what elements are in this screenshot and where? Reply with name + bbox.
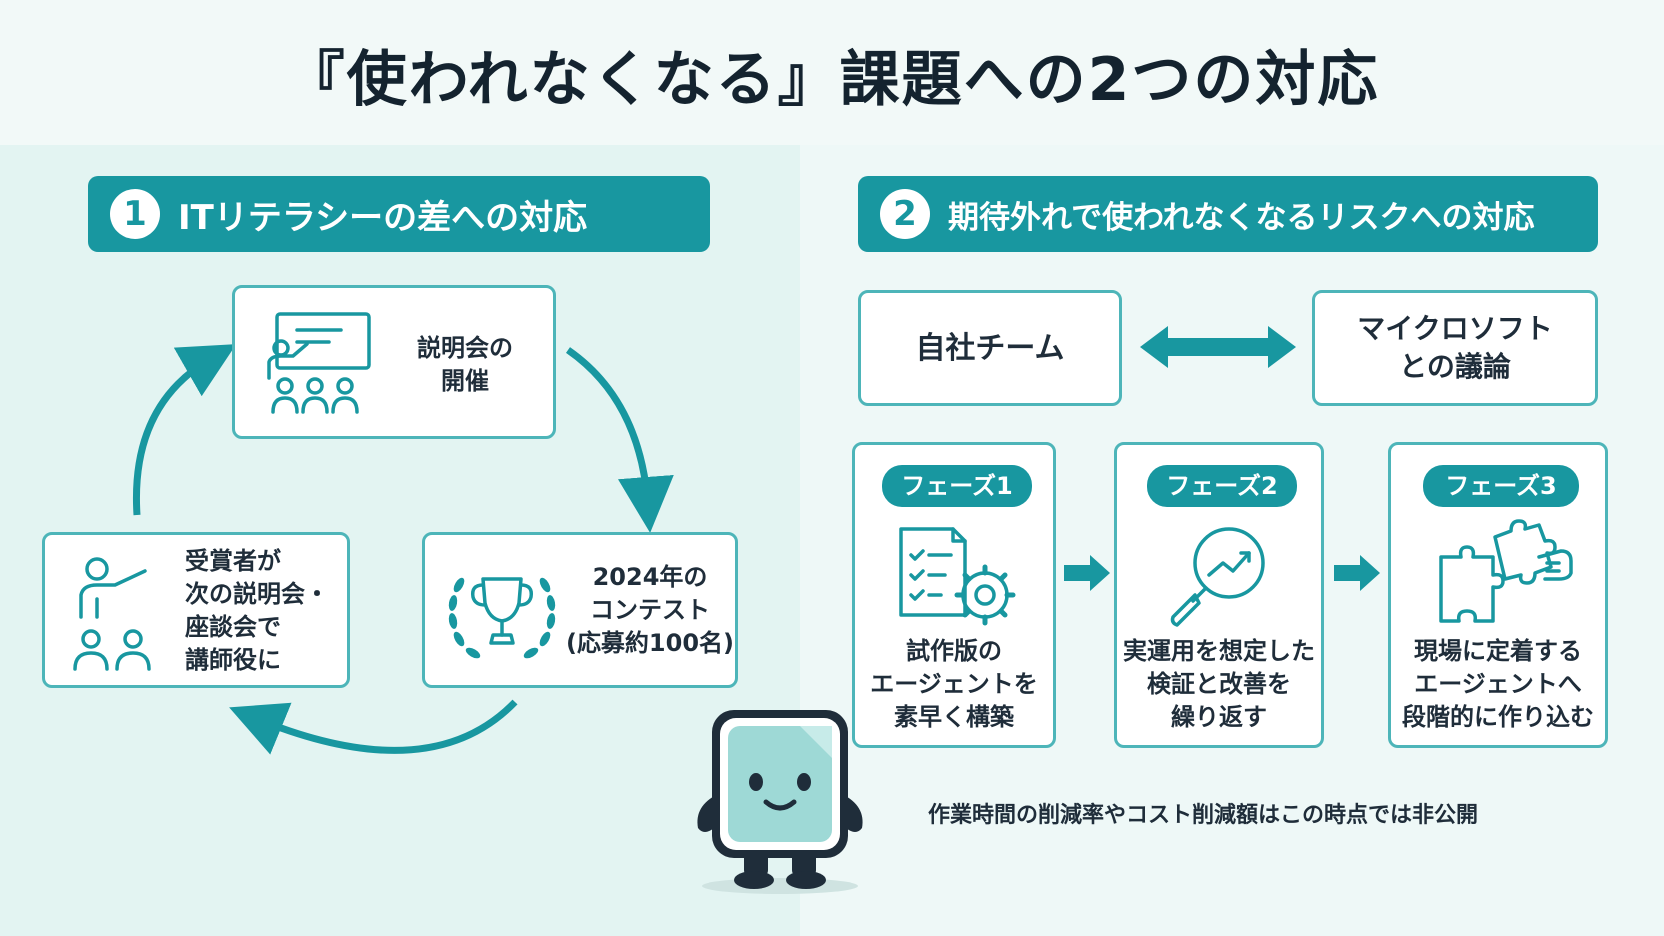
- microsoft-label: マイクロソフト との議論: [1357, 312, 1553, 383]
- phase2-text: 実運用を想定した 検証と改善を 繰り返す: [1123, 637, 1315, 731]
- presentation-icon: [267, 312, 371, 414]
- section2-header: 2 期待外れで使われなくなるリスクへの対応: [858, 176, 1598, 252]
- page-title: 『使われなくなる』課題への2つの対応: [284, 45, 1380, 115]
- arrow-briefing-to-contest: [566, 347, 674, 533]
- magnifier-chart-icon: [1170, 527, 1265, 627]
- document-gear-icon: [899, 527, 1016, 626]
- section2-number: 2: [880, 189, 930, 239]
- section1-heading: ITリテラシーの差への対応: [178, 197, 588, 238]
- section1-number: 1: [110, 189, 160, 239]
- arrow-right-icon: [1334, 555, 1380, 591]
- arrow-winners-to-briefing: [132, 344, 237, 516]
- briefing-card: 説明会の 開催: [232, 285, 556, 439]
- double-arrow-icon: [1140, 326, 1296, 368]
- arrow-contest-to-winners: [229, 699, 518, 755]
- own-team-card: 自社チーム: [858, 290, 1122, 406]
- phase2-card: フェーズ2 実運用を想定した 検証と改善を 繰り返す: [1114, 442, 1324, 748]
- phase2-label: フェーズ2: [1147, 465, 1297, 507]
- section1-header: 1 ITリテラシーの差への対応: [88, 176, 710, 252]
- mascot-character: [697, 710, 863, 894]
- mascot-face: [728, 726, 832, 842]
- arrow-right-icon: [1064, 555, 1110, 591]
- phase3-card: フェーズ3 現場に定着する エージェントへ 段階的に作り込む: [1388, 442, 1608, 748]
- phase1-text: 試作版の エージェントを 素早く構築: [870, 637, 1038, 731]
- phase1-label: フェーズ1: [882, 465, 1032, 507]
- contest-card: 2024年の コンテスト (応募約100名): [422, 532, 738, 688]
- section2-heading: 期待外れで使われなくなるリスクへの対応: [948, 199, 1535, 236]
- puzzle-hand-icon: [1439, 519, 1573, 623]
- trophy-icon: [448, 577, 556, 659]
- phase3-label: フェーズ3: [1423, 465, 1579, 507]
- phase1-card: フェーズ1 試作版の エージェントを 素早く構築: [852, 442, 1056, 748]
- teacher-icon: [73, 557, 151, 671]
- cycle-arrows: [132, 344, 674, 755]
- disclosure-note: 作業時間の削減率やコスト削減額はこの時点では非公開: [928, 803, 1479, 828]
- own-team-label: 自社チーム: [915, 330, 1065, 366]
- winners-label: 受賞者が 次の説明会・ 座談会で 講師役に: [185, 547, 329, 674]
- contest-label: 2024年の コンテスト (応募約100名): [565, 563, 735, 657]
- phase3-text: 現場に定着する エージェントへ 段階的に作り込む: [1402, 637, 1594, 731]
- winners-card: 受賞者が 次の説明会・ 座談会で 講師役に: [42, 532, 350, 688]
- microsoft-card: マイクロソフト との議論: [1312, 290, 1598, 406]
- briefing-label: 説明会の 開催: [417, 334, 513, 395]
